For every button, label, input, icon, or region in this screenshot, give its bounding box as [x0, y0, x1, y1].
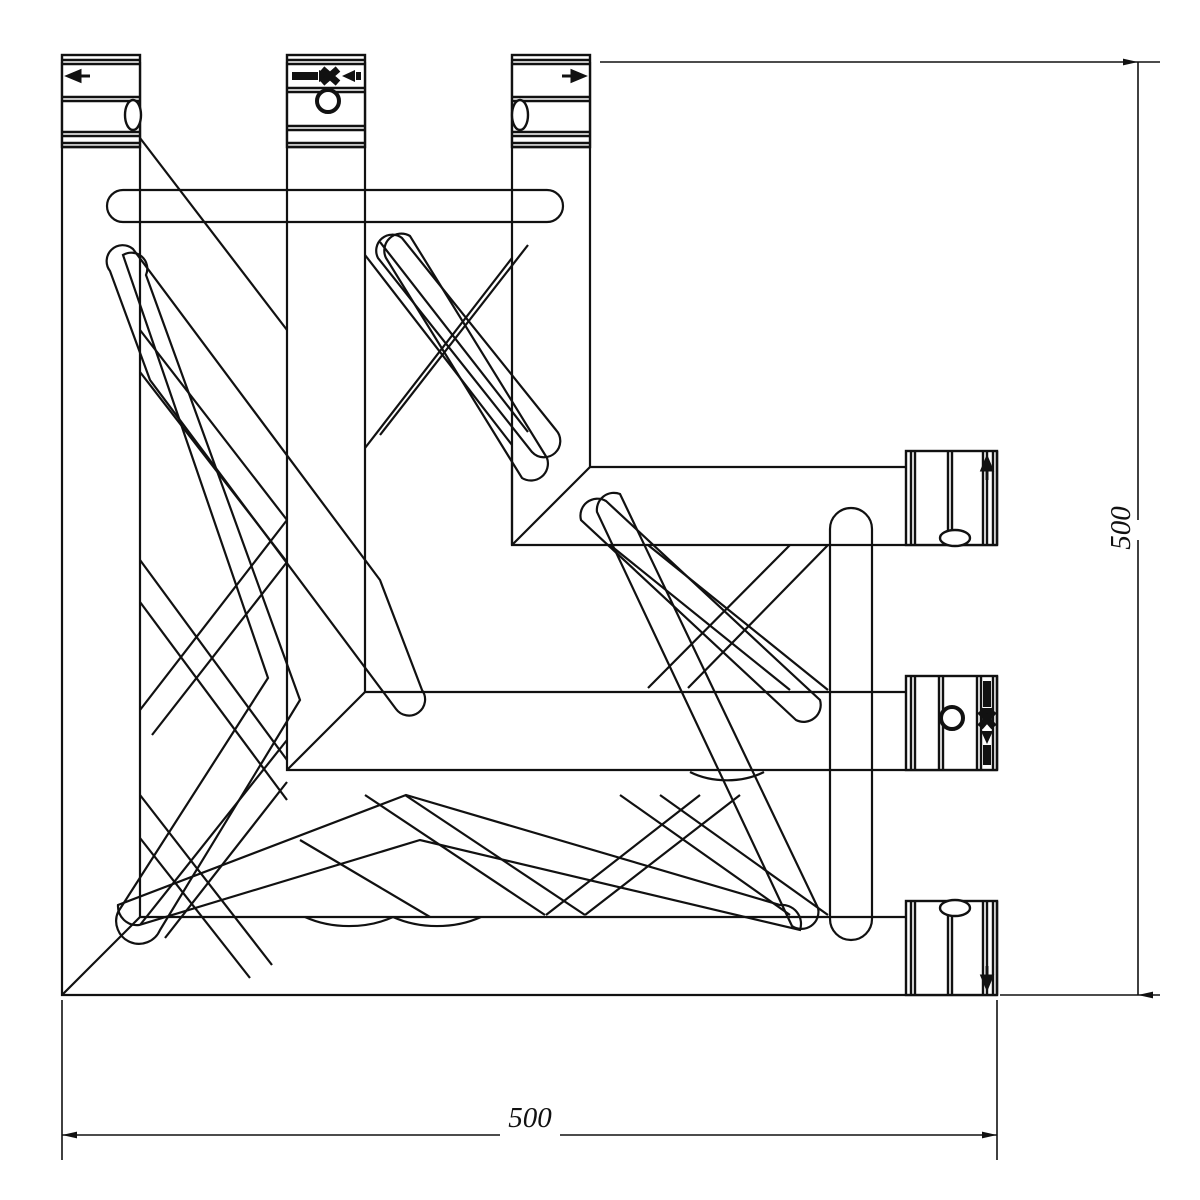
bore-ellipse-icon: [938, 528, 972, 548]
connector-top-right: [510, 53, 592, 149]
brace-vertical-post-right: [828, 506, 874, 942]
brace-diagonal-outer-upper: [105, 244, 427, 717]
bore-ellipse-icon: [510, 98, 530, 132]
dimension-horizontal: [61, 1000, 998, 1160]
bore-circle-icon: [939, 705, 965, 731]
connector-top-left: [60, 53, 143, 149]
brace-horizontal-top: [105, 188, 565, 224]
pin-mark-icon: [979, 454, 995, 480]
brace-diagonal-inner-lower: [595, 491, 820, 930]
brace-lower-bay-lattice: [299, 544, 829, 918]
arrow-left-icon: [64, 68, 90, 84]
truss-geometry: [60, 62, 997, 997]
arrow-right-icon: [562, 68, 588, 84]
bore-ellipse-icon: [123, 98, 143, 132]
bore-circle-icon: [315, 88, 341, 114]
connector-right-upper: [904, 449, 999, 548]
x-dimension-mark-vertical-icon: [977, 681, 997, 765]
brace-bottom-joint-arcs: [304, 771, 765, 928]
dimension-vertical: [600, 58, 1160, 999]
brace-diagonal-upper-right: [383, 232, 550, 482]
connector-right-middle: [904, 674, 999, 772]
connector-top-middle: [285, 53, 367, 149]
dimension-horizontal-label: 500: [508, 1102, 552, 1134]
dimension-vertical-label: 500: [1105, 506, 1137, 550]
brace-diagonal-outer-long: [115, 251, 302, 945]
brace-diagonal-middle: [375, 233, 562, 459]
brace-diagonal-inner-long: [579, 497, 822, 723]
chord-outer: [60, 62, 997, 997]
brace-diagonal-lower-long: [116, 793, 803, 932]
connector-right-lower: [904, 898, 999, 997]
brace-middle-bay-lattice: [364, 241, 529, 545]
bore-ellipse-icon: [938, 898, 972, 918]
x-dimension-mark-icon: [292, 66, 361, 86]
pin-mark-icon: [979, 966, 995, 992]
chord-middle: [285, 62, 997, 772]
